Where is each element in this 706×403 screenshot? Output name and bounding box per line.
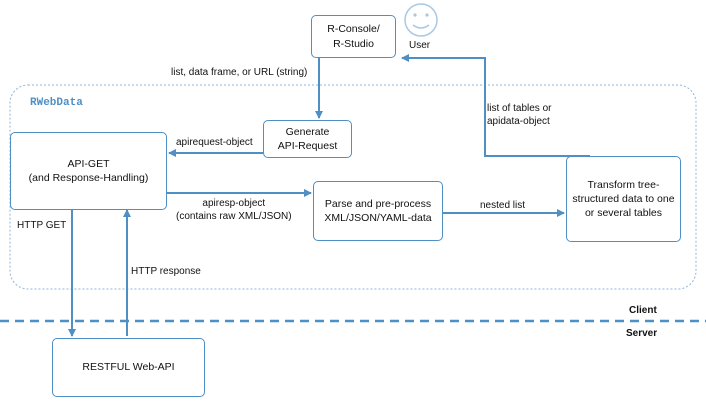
server-zone-label: Server — [626, 328, 658, 339]
generate-request-box: Generate API-Request — [263, 120, 352, 158]
user-icon — [404, 3, 438, 37]
rconsole-box: R-Console/ R-Studio — [311, 15, 396, 58]
nested-list-edge-label: nested list — [480, 200, 526, 211]
parse-box: Parse and pre-process XML/JSON/YAML-data — [313, 181, 443, 241]
user-label: User — [409, 40, 431, 51]
http-response-edge-label: HTTP response — [131, 266, 201, 277]
rwebdata-label: RWebData — [30, 97, 83, 109]
input-edge-label: list, data frame, or URL (string) — [171, 67, 308, 78]
apiresp-edge-label: apiresp-object (contains raw XML/JSON) — [176, 198, 292, 222]
apirequest-edge-label: apirequest-object — [176, 137, 253, 148]
http-get-edge-label: HTTP GET — [17, 220, 67, 231]
api-get-box: API-GET (and Response-Handling) — [10, 132, 167, 210]
restful-api-box: RESTFUL Web-API — [52, 338, 205, 397]
tables-out-edge-label: list of tables or apidata-object — [487, 103, 552, 127]
transform-box: Transform tree- structured data to one o… — [566, 156, 681, 242]
arrow-tables-out — [401, 54, 590, 157]
client-zone-label: Client — [629, 305, 657, 316]
